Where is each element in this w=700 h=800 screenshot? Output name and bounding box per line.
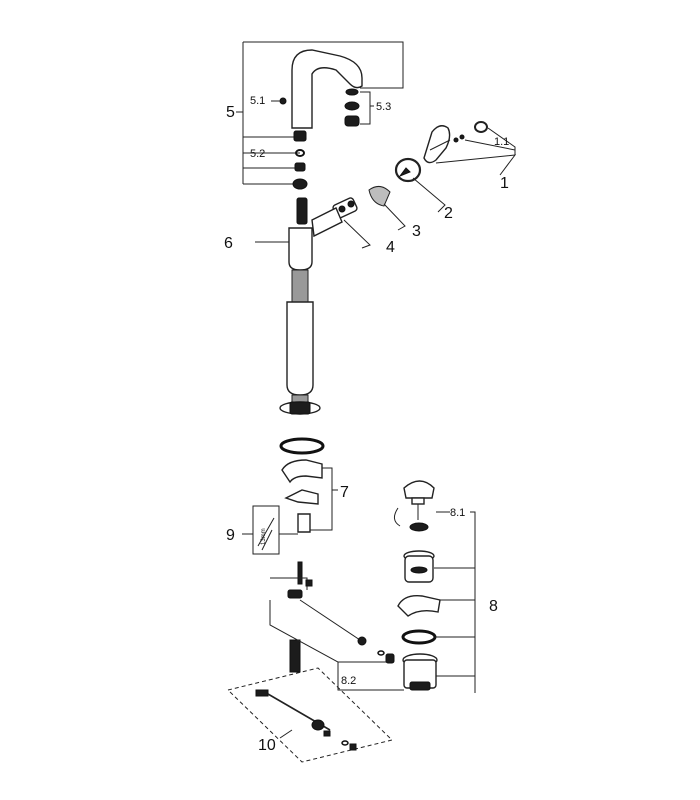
- callout-8: 8: [489, 598, 498, 615]
- callout-5: 5: [226, 104, 235, 121]
- spout-group: [236, 41, 404, 190]
- callout-4: 4: [386, 239, 395, 256]
- callout-5-3: 5.3: [376, 101, 391, 113]
- callout-1: 1: [500, 175, 509, 192]
- fixing-set-group: [279, 437, 338, 585]
- waste-set-group: [394, 480, 476, 693]
- template-dimension-label: 13mm: [261, 528, 267, 545]
- callout-10: 10: [258, 737, 276, 754]
- callout-1-1: 1.1: [494, 136, 509, 148]
- callout-9: 9: [226, 527, 235, 544]
- accessory-kit-group: [227, 667, 393, 763]
- callout-8-1: 8.1: [450, 507, 465, 519]
- callout-7: 7: [340, 484, 349, 501]
- callout-8-2: 8.2: [341, 675, 356, 687]
- callout-5-1: 5.1: [250, 95, 265, 107]
- mixer-body-group: [255, 197, 343, 415]
- callout-3: 3: [412, 223, 421, 240]
- template-box-group: 13mm: [242, 505, 298, 555]
- lever-cartridge-group: [332, 121, 517, 249]
- callout-2: 2: [444, 205, 453, 222]
- callout-6: 6: [224, 235, 233, 252]
- pull-rod-linkage-group: [269, 577, 404, 691]
- callout-5-2: 5.2: [250, 148, 265, 160]
